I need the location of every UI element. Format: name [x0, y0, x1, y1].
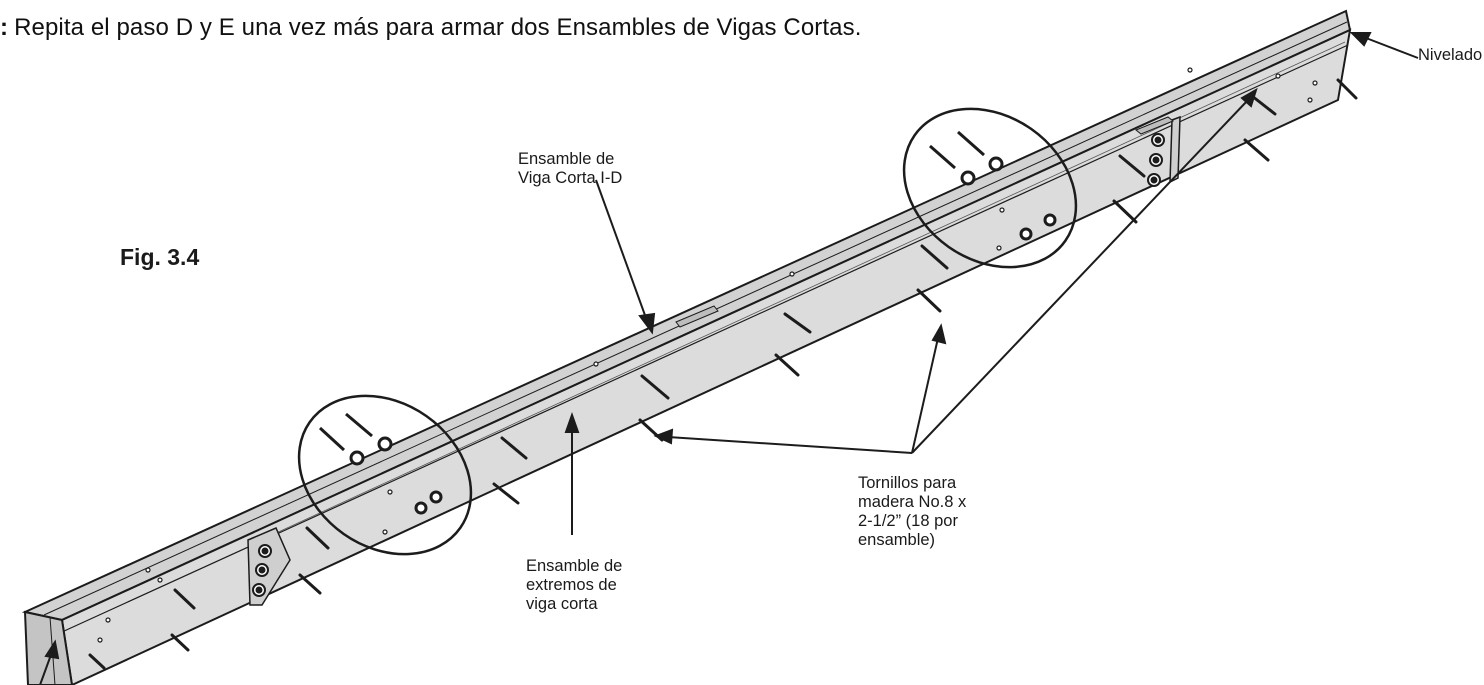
- washers-left: [252, 544, 272, 597]
- top-notch-middle: [675, 305, 719, 328]
- instruction-body: Repita el paso D y E una vez más para ar…: [14, 14, 862, 41]
- label-tornillos: Tornillos para madera No.8 x 2-1/2” (18 …: [858, 474, 967, 549]
- figure-label: Fig. 3.4: [120, 244, 200, 270]
- label-extremos: Ensamble de extremos de viga corta: [526, 557, 623, 613]
- top-notch-right: [1135, 116, 1174, 135]
- label-viga-corta-id: Ensamble de Viga Corta I-D: [518, 150, 623, 187]
- instruction-text: :Repita el paso D y E una vez más para a…: [0, 14, 861, 42]
- carriage-bolts-right: [929, 130, 1057, 241]
- washers-right: [1147, 133, 1165, 187]
- detail-circle-right: [902, 107, 1078, 269]
- beam-side-groove-2: [249, 41, 1346, 546]
- beam-top-face: [21, 9, 1352, 622]
- callout-lines: [39, 32, 1419, 685]
- label-nivelado: Nivelado: [1418, 46, 1483, 64]
- pilot-holes: [97, 67, 1318, 643]
- carriage-bolts-left: [318, 412, 443, 515]
- splice-plate-right: [1169, 115, 1181, 184]
- detail-circle-left: [297, 394, 473, 556]
- instruction-prefix: :: [0, 14, 9, 41]
